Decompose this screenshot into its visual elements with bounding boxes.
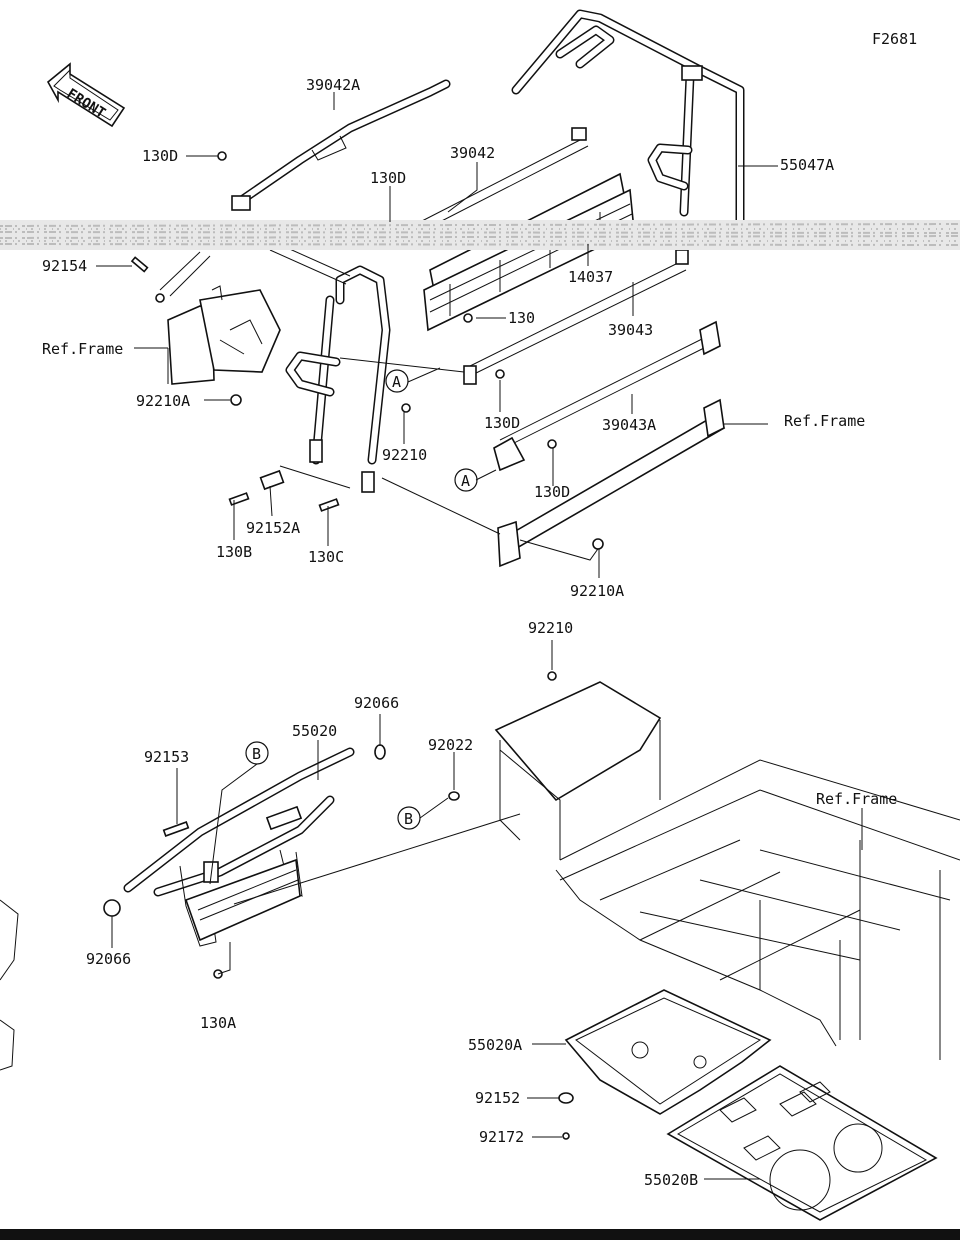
callout-130D-4: 130D <box>534 483 570 501</box>
nut-130D-icon <box>217 151 227 161</box>
callout-39043: 39043 <box>608 321 653 339</box>
rops-assembly <box>130 9 745 568</box>
svg-text:A: A <box>461 472 470 490</box>
lower-assembly <box>0 671 960 1221</box>
callout-92210A-1: 92210A <box>136 392 190 410</box>
svg-text:B: B <box>252 745 261 763</box>
callout-130A: 130A <box>200 1014 236 1032</box>
callout-39042A: 39042A <box>306 76 360 94</box>
callout-130: 130 <box>508 309 535 327</box>
circle-marker-a-lower: A <box>454 468 478 492</box>
callout-39043A: 39043A <box>602 416 656 434</box>
callout-14037: 14037 <box>568 268 613 286</box>
callout-130C: 130C <box>308 548 344 566</box>
callout-55020B: 55020B <box>644 1171 698 1189</box>
callout-130D-2: 130D <box>370 169 406 187</box>
callout-55047A: 55047A <box>780 156 834 174</box>
svg-text:A: A <box>392 373 401 391</box>
bolt-130B-icon <box>228 492 250 506</box>
washer-92154-icon <box>155 293 165 303</box>
callout-92210-2: 92210 <box>528 619 573 637</box>
scan-band <box>0 220 960 250</box>
bolt-92154-icon <box>130 256 149 273</box>
collar-92152A-icon <box>259 469 285 491</box>
callout-92210-1: 92210 <box>382 446 427 464</box>
leader-lines <box>96 92 863 1180</box>
callout-ref-frame-2: Ref.Frame <box>784 412 865 430</box>
callout-ref-frame-3: Ref.Frame <box>816 790 897 808</box>
circle-marker-b-frame: B <box>397 806 421 830</box>
callout-ref-frame-1: Ref.Frame <box>42 340 123 358</box>
callout-39042: 39042 <box>450 144 495 162</box>
grommet-92152-icon <box>558 1092 574 1104</box>
circle-marker-a-upper: A <box>385 369 409 393</box>
callout-92172: 92172 <box>479 1128 524 1146</box>
nut-130D-4-icon <box>547 439 557 449</box>
callout-labels: 39042A 130D 130D 39042 55047A 92154 1403… <box>42 76 897 1189</box>
callout-55020: 55020 <box>292 722 337 740</box>
nut-92210-icon <box>401 403 411 413</box>
callout-92022: 92022 <box>428 736 473 754</box>
callout-92154: 92154 <box>42 257 87 275</box>
callout-130D-3: 130D <box>484 414 520 432</box>
callout-92152A: 92152A <box>246 519 300 537</box>
nut-130D-3-icon <box>495 369 505 379</box>
nut-130-icon <box>463 313 473 323</box>
bottom-border <box>0 1229 960 1240</box>
callout-92066-1: 92066 <box>354 694 399 712</box>
svg-text:B: B <box>404 810 413 828</box>
washer-92022-icon <box>448 791 460 801</box>
bolt-92153-icon <box>162 821 190 837</box>
clip-92172-icon <box>562 1132 570 1140</box>
bolt-130C-icon <box>318 498 340 512</box>
nut-92210A-1-icon <box>230 394 242 406</box>
callout-130D-1: 130D <box>142 147 178 165</box>
circle-marker-b-bumper: B <box>245 741 269 765</box>
nut-92210-lower-icon <box>547 671 557 681</box>
cap-92066-1-icon <box>374 744 386 760</box>
callout-92210A-2: 92210A <box>570 582 624 600</box>
front-arrow-icon: FRONT <box>46 62 126 128</box>
callout-92066-2: 92066 <box>86 950 131 968</box>
callout-92152: 92152 <box>475 1089 520 1107</box>
callout-55020A: 55020A <box>468 1036 522 1054</box>
cap-92066-2-icon <box>103 899 121 917</box>
figure-code: F2681 <box>872 30 917 48</box>
callout-130B: 130B <box>216 543 252 561</box>
callout-92153: 92153 <box>144 748 189 766</box>
nut-92210A-2-icon <box>592 538 604 550</box>
